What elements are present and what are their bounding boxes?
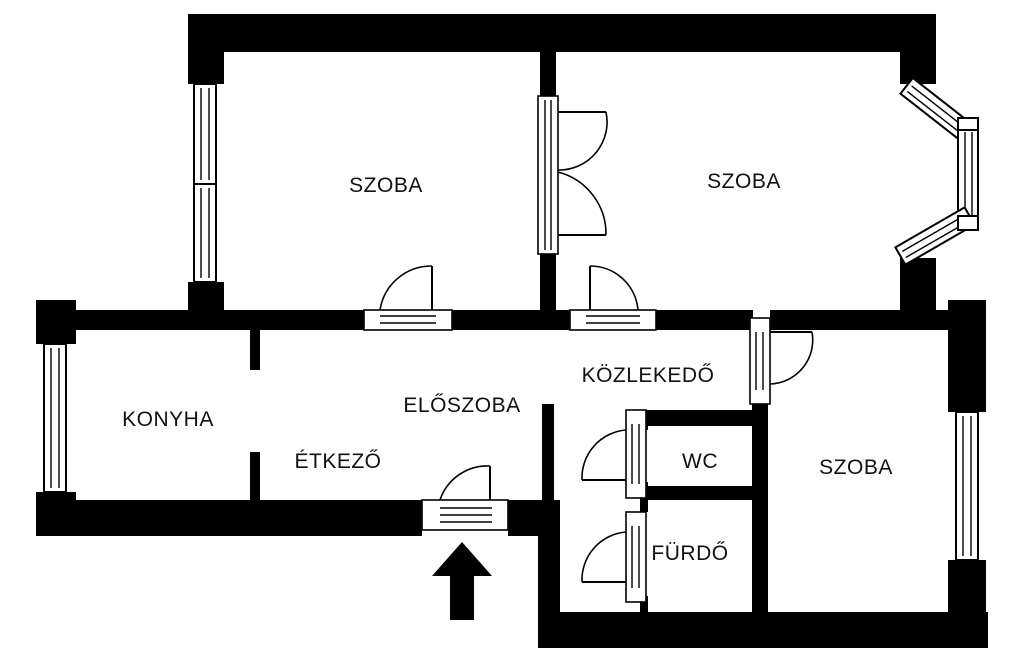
door-szoba-2 — [569, 265, 657, 331]
room-label-konyha: KONYHA — [122, 408, 214, 431]
door-szoba-1 — [363, 265, 453, 331]
door-szoba-3 — [749, 317, 814, 405]
room-labels: SZOBA SZOBA KONYHA ÉTKEZŐ ELŐSZOBA KÖZLE… — [122, 170, 893, 565]
door-double-upper — [537, 95, 608, 255]
room-label-furdo: FÜRDŐ — [651, 542, 728, 565]
window-upper-left-bottom — [193, 183, 217, 283]
wall-bottom-right — [538, 612, 988, 648]
wall-mid-horizontal-c — [655, 310, 753, 330]
wall-mid-horizontal-d — [770, 310, 985, 330]
door-furdo — [581, 511, 647, 603]
wall-hall-stub — [542, 404, 554, 514]
door-entrance — [421, 465, 509, 531]
wall-mid-horizontal-a — [36, 310, 368, 330]
wall-wc-top — [646, 410, 768, 426]
window-szoba-3 — [955, 411, 979, 561]
wall-kitchen-partial-bottom — [250, 452, 260, 502]
wall-furdo-left-bottom — [640, 596, 648, 616]
wall-kitchen-top — [36, 300, 76, 344]
room-label-szoba-3: SZOBA — [819, 456, 893, 479]
room-label-etkezo: ÉTKEZŐ — [294, 450, 381, 473]
room-label-wc: WC — [682, 450, 718, 473]
room-label-eloszoba: ELŐSZOBA — [403, 394, 520, 417]
wall-bath-left — [538, 500, 560, 648]
up-arrow-icon — [432, 542, 492, 620]
window-upper-left-top — [193, 83, 217, 185]
walls — [36, 14, 988, 648]
bay-window — [893, 76, 979, 267]
windows — [43, 76, 979, 561]
wall-wc-bottom — [646, 486, 754, 500]
wall-top — [188, 14, 936, 52]
wall-kitchen-partial-top — [250, 326, 260, 370]
wall-right-top — [948, 300, 986, 412]
wall-upper-right-top — [900, 14, 936, 84]
wall-bottom-left — [36, 500, 422, 536]
wall-upper-left-top — [188, 14, 224, 84]
window-kitchen — [43, 343, 67, 493]
door-wc — [581, 409, 647, 499]
doors — [363, 95, 814, 603]
room-label-szoba-2: SZOBA — [707, 170, 781, 193]
wall-szoba3-left — [752, 404, 768, 616]
wall-right-bottom — [948, 560, 986, 648]
wall-mid-horizontal-b — [450, 310, 572, 330]
room-label-kozlekedo: KÖZLEKEDŐ — [582, 364, 715, 387]
room-label-szoba-1: SZOBA — [349, 174, 423, 197]
